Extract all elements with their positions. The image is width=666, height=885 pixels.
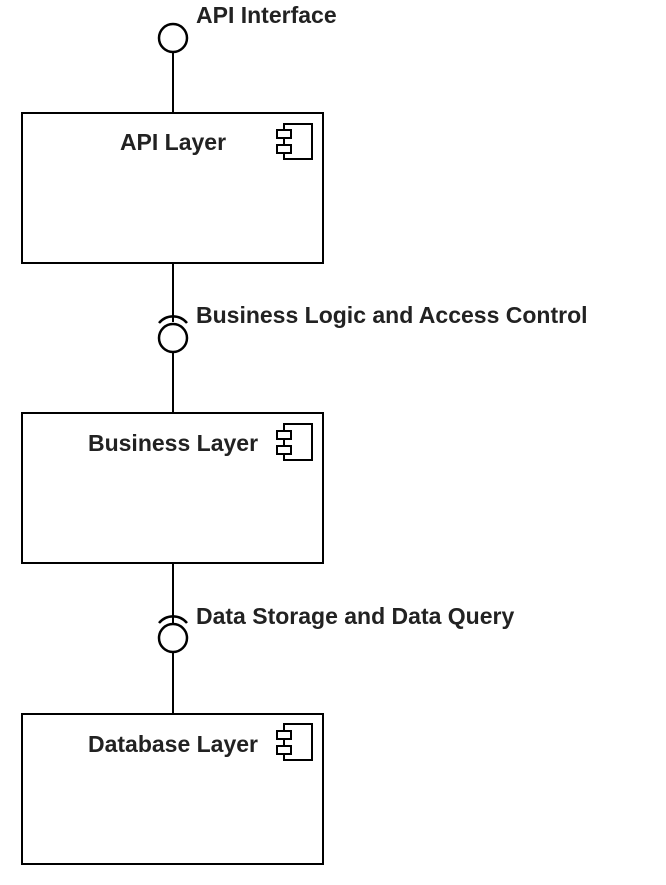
component-title: Database Layer — [88, 731, 258, 757]
uml-component-icon — [276, 423, 313, 461]
interface-label: API Interface — [196, 2, 337, 28]
required-interface-socket-icon — [158, 315, 188, 324]
interface-data-storage-query: Data Storage and Data Query — [157, 603, 514, 654]
component-box — [21, 412, 324, 564]
provided-interface-icon — [157, 22, 189, 54]
component-title: Business Layer — [88, 430, 258, 456]
uml-component-icon — [276, 723, 313, 761]
required-interface-socket-icon — [158, 615, 188, 624]
provided-interface-icon — [157, 322, 189, 354]
component-business-layer[interactable]: Business Layer — [21, 412, 324, 564]
component-box — [21, 112, 324, 264]
component-api-layer[interactable]: API Layer — [21, 112, 324, 264]
component-box — [21, 713, 324, 865]
component-database-layer[interactable]: Database Layer — [21, 713, 324, 865]
interface-api-interface: API Interface — [157, 2, 337, 54]
interface-label: Business Logic and Access Control — [196, 302, 588, 328]
component-title: API Layer — [120, 129, 226, 155]
interface-business-logic-access-control: Business Logic and Access Control — [157, 302, 588, 354]
interface-label: Data Storage and Data Query — [196, 603, 514, 629]
provided-interface-icon — [157, 622, 189, 654]
uml-component-icon — [276, 123, 313, 160]
